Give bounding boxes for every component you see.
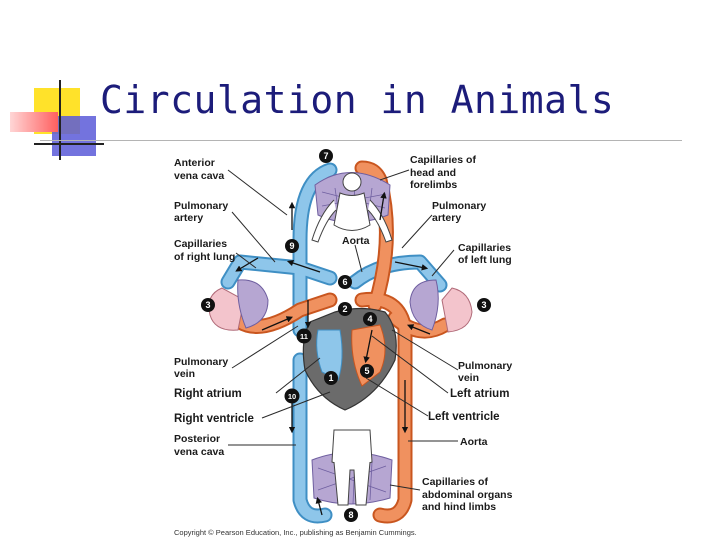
- marker-4: 4: [363, 312, 377, 326]
- label-pulmonary-artery-right-2: artery: [174, 212, 203, 224]
- page-title: Circulation in Animals: [100, 78, 615, 122]
- flow-arrows: [235, 191, 431, 516]
- marker-1: 1: [324, 371, 338, 385]
- label-aorta-bottom: Aorta: [460, 436, 488, 448]
- svg-text:10: 10: [288, 392, 296, 401]
- svg-text:3: 3: [481, 300, 486, 310]
- label-aorta-top: Aorta: [342, 235, 370, 247]
- svg-text:8: 8: [348, 510, 353, 520]
- label-capillaries-head-2: head and: [410, 167, 456, 179]
- deco-horizontal-line: [34, 143, 104, 145]
- title-divider: [40, 140, 682, 141]
- label-capillaries-abdominal-3: and hind limbs: [422, 501, 496, 513]
- leader-lines: [227, 169, 459, 491]
- copyright-text: Copyright © Pearson Education, Inc., pub…: [174, 528, 417, 537]
- body-silhouette-bottom: [331, 429, 373, 506]
- label-pulmonary-artery-left-1: Pulmonary: [432, 200, 486, 212]
- label-left-atrium: Left atrium: [450, 388, 509, 400]
- body-silhouette-top: [311, 172, 393, 243]
- marker-10: 10: [284, 388, 300, 404]
- label-capillaries-head-1: Capillaries of: [410, 154, 476, 166]
- marker-7: 7: [319, 149, 333, 163]
- label-pulmonary-artery-right-1: Pulmonary: [174, 200, 228, 212]
- marker-5: 5: [360, 364, 374, 378]
- heart: [302, 307, 397, 411]
- marker-9: 9: [285, 239, 299, 253]
- label-right-ventricle: Right ventricle: [174, 413, 254, 425]
- label-pulmonary-artery-left-2: artery: [432, 212, 461, 224]
- right-lung: [208, 279, 269, 331]
- svg-text:9: 9: [289, 241, 294, 251]
- svg-text:1: 1: [328, 373, 333, 383]
- label-capillaries-right-lung-2: of right lung: [174, 251, 235, 263]
- marker-3-right: 3: [477, 298, 491, 312]
- label-capillaries-left-lung-1: Capillaries: [458, 242, 511, 254]
- label-anterior-vena-cava-1: Anterior: [174, 157, 215, 169]
- label-capillaries-left-lung-2: of left lung: [458, 254, 512, 266]
- label-pulmonary-vein-left-2: vein: [458, 372, 479, 384]
- svg-text:7: 7: [323, 151, 328, 161]
- labels-left: Anterior vena cava Pulmonary artery Capi…: [174, 157, 254, 458]
- label-left-ventricle: Left ventricle: [428, 411, 500, 423]
- svg-text:11: 11: [300, 332, 308, 341]
- label-pulmonary-vein-left-1: Pulmonary: [458, 360, 512, 372]
- deco-vertical-line: [59, 80, 61, 160]
- marker-8: 8: [344, 508, 358, 522]
- label-posterior-vena-cava-2: vena cava: [174, 446, 224, 458]
- label-posterior-vena-cava-1: Posterior: [174, 433, 220, 445]
- svg-text:3: 3: [205, 300, 210, 310]
- deco-pink-bar: [10, 112, 58, 132]
- label-pulmonary-vein-right-2: vein: [174, 368, 195, 380]
- svg-text:6: 6: [342, 277, 347, 287]
- label-anterior-vena-cava-2: vena cava: [174, 170, 224, 182]
- label-pulmonary-vein-right-1: Pulmonary: [174, 356, 228, 368]
- left-lung: [409, 279, 473, 333]
- label-capillaries-abdominal-2: abdominal organs: [422, 489, 513, 501]
- labels-right: Capillaries of head and forelimbs Pulmon…: [342, 154, 513, 513]
- marker-6: 6: [338, 275, 352, 289]
- marker-3-left: 3: [201, 298, 215, 312]
- label-right-atrium: Right atrium: [174, 388, 242, 400]
- svg-text:5: 5: [364, 366, 369, 376]
- marker-2: 2: [338, 302, 352, 316]
- svg-text:4: 4: [367, 314, 372, 324]
- svg-text:2: 2: [342, 304, 347, 314]
- label-capillaries-right-lung-1: Capillaries: [174, 238, 227, 250]
- number-markers: 1 2 3 3 4 5 6 7 8 9 10 11: [201, 149, 491, 522]
- marker-11: 11: [296, 328, 312, 344]
- label-capillaries-abdominal-1: Capillaries of: [422, 476, 488, 488]
- label-capillaries-head-3: forelimbs: [410, 179, 457, 191]
